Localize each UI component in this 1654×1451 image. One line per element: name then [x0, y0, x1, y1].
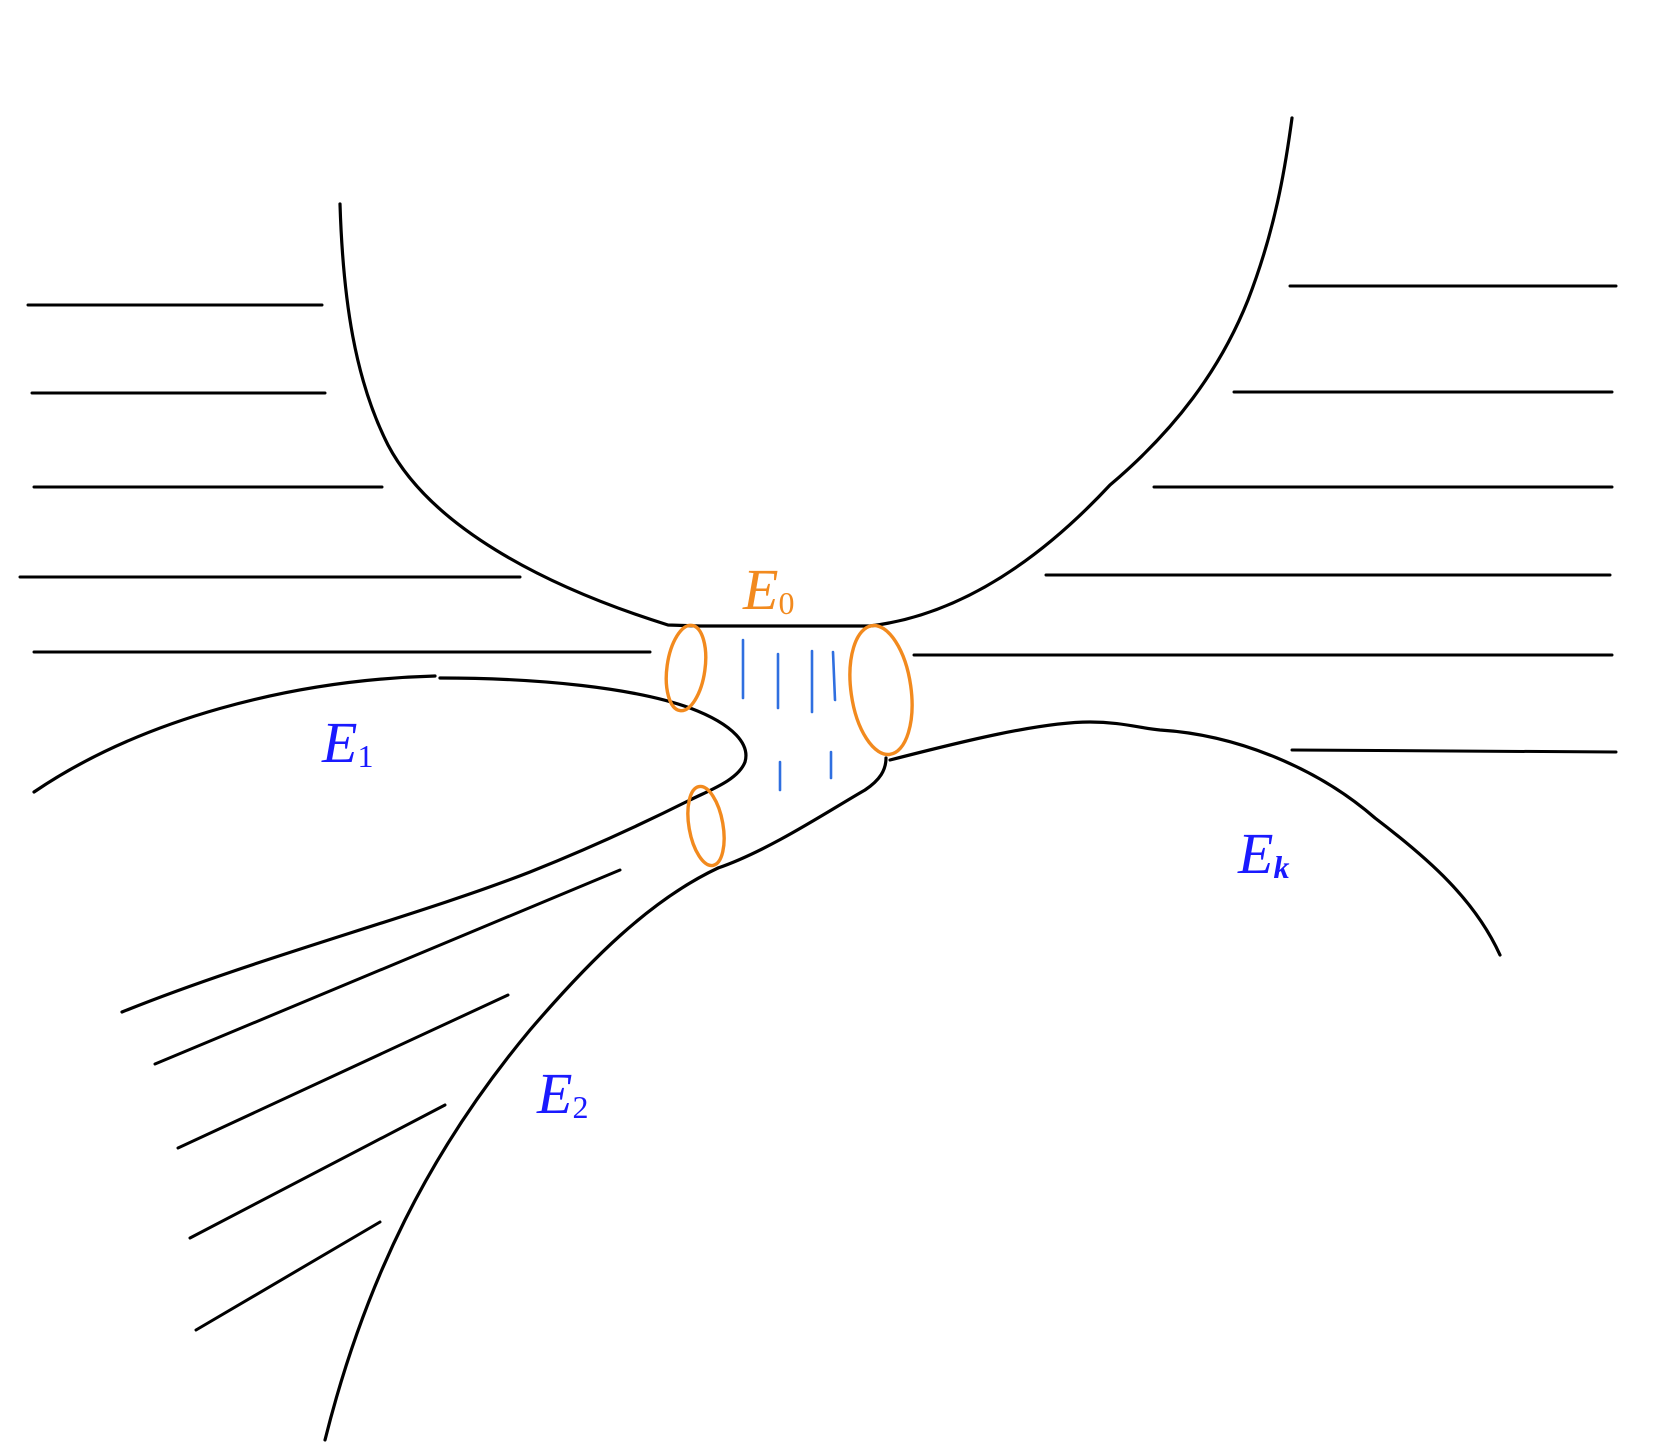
core-e0-ticks — [741, 638, 837, 792]
label-e0: E0 — [742, 557, 794, 622]
collar-right — [848, 623, 914, 757]
upper-end-left-boundary — [338, 202, 872, 628]
end-e1-boundary — [32, 674, 437, 794]
label-ek-sub: k — [1273, 849, 1289, 885]
label-e2-main: E — [536, 1061, 572, 1126]
label-e1-main: E — [321, 710, 357, 775]
end-e1-boundary-inner — [120, 676, 748, 1014]
hatch-line — [194, 1220, 382, 1332]
label-e0-main: E — [742, 557, 778, 622]
core-tick — [831, 650, 837, 702]
hatch-line — [176, 993, 510, 1150]
label-e2: E2 — [536, 1061, 588, 1126]
core-e0-collars — [664, 623, 914, 868]
label-ek-main: E — [1237, 821, 1273, 886]
label-e2-sub: 2 — [572, 1089, 588, 1125]
hatch-line — [153, 868, 622, 1066]
collar-lower — [686, 784, 726, 868]
end-e2-boundary — [323, 866, 720, 1442]
hatch-line — [1290, 748, 1618, 754]
upper-left-hatching — [18, 303, 652, 654]
collar-left — [664, 623, 708, 713]
label-e1-sub: 1 — [357, 738, 373, 774]
lower-left-hatching — [153, 868, 622, 1332]
end-ek-boundary — [888, 720, 1502, 957]
upper-end-right-boundary — [868, 116, 1294, 628]
core-lower-neck — [716, 756, 888, 870]
label-ek: Ek — [1237, 821, 1289, 886]
upper-right-hatching — [912, 284, 1618, 754]
hatch-line — [188, 1103, 447, 1240]
label-e0-sub: 0 — [778, 585, 794, 621]
label-e1: E1 — [321, 710, 373, 775]
